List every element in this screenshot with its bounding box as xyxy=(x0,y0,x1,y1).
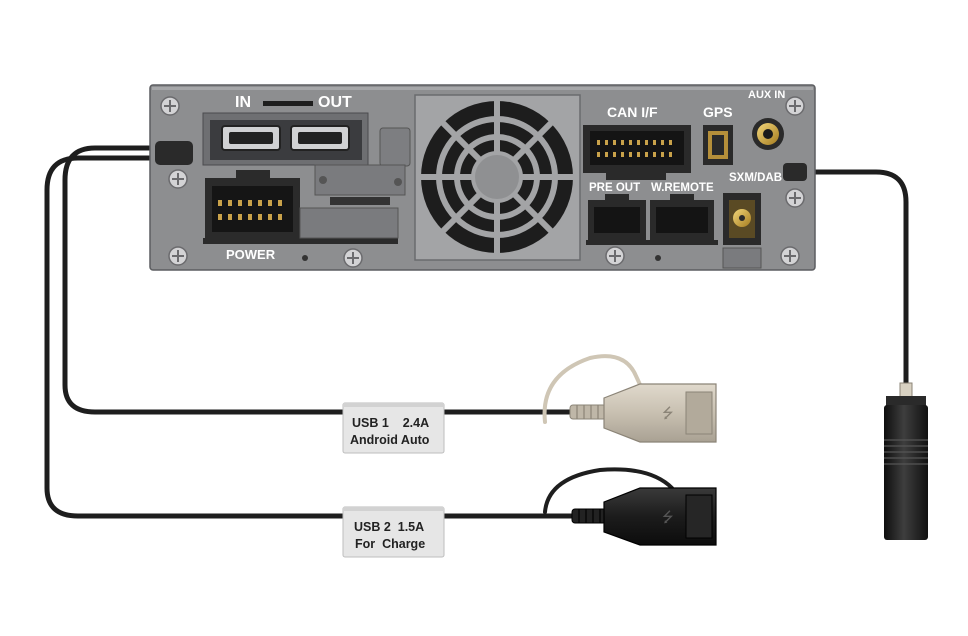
usb-icon: ⭍ xyxy=(662,509,674,525)
usb1-cable xyxy=(62,145,578,415)
screw-icon xyxy=(785,188,805,208)
gps-connector xyxy=(703,125,733,165)
usb1-tag: USB 1 2.4A Android Auto xyxy=(342,402,445,454)
head-unit-rear-panel: IN OUT POWER xyxy=(149,84,816,271)
usb1-tag-line1: USB 1 2.4A xyxy=(352,416,429,430)
aux-label: AUX IN xyxy=(748,89,785,101)
usb-icon: ⭍ xyxy=(662,405,674,421)
can-if-connector xyxy=(583,125,691,180)
cables xyxy=(44,145,909,519)
cooling-fan xyxy=(414,94,581,261)
out-label: OUT xyxy=(318,94,352,111)
can-label: CAN I/F xyxy=(607,104,658,120)
sxm-dab-connector xyxy=(722,193,762,269)
usb2-tag-line2: For Charge xyxy=(355,537,425,551)
aux-in-jack xyxy=(752,118,784,150)
screw-icon xyxy=(160,96,180,116)
w-remote-connector xyxy=(650,194,714,240)
usb2-tag: USB 2 1.5A For Charge xyxy=(342,506,445,558)
in-label: IN xyxy=(235,94,251,111)
usb2-tag-line1: USB 2 1.5A xyxy=(354,520,424,534)
pre-out-connector xyxy=(588,194,646,240)
screw-icon xyxy=(780,246,800,266)
sxm-cable-grommet xyxy=(783,163,807,181)
screw-icon xyxy=(343,248,363,268)
usb-cable-grommet xyxy=(155,141,193,165)
screw-icon xyxy=(785,96,805,116)
screw-icon xyxy=(168,169,188,189)
usb1-connector: ⭍ xyxy=(542,354,717,443)
usb1-tag-line2: Android Auto xyxy=(350,433,430,447)
gps-label: GPS xyxy=(703,104,733,120)
usb2-cable xyxy=(44,155,578,519)
antenna-plug xyxy=(884,382,928,540)
pre-out-label: PRE OUT xyxy=(589,182,640,194)
w-remote-label: W.REMOTE xyxy=(651,182,714,194)
power-connector xyxy=(203,170,399,244)
screw-icon xyxy=(605,246,625,266)
screw-icon xyxy=(168,246,188,266)
hdmi-ports xyxy=(202,101,369,166)
usb2-connector: ⭍ xyxy=(543,467,717,546)
sxm-cable xyxy=(792,169,909,388)
power-label: POWER xyxy=(226,247,276,262)
sxm-label: SXM/DAB xyxy=(729,172,782,184)
